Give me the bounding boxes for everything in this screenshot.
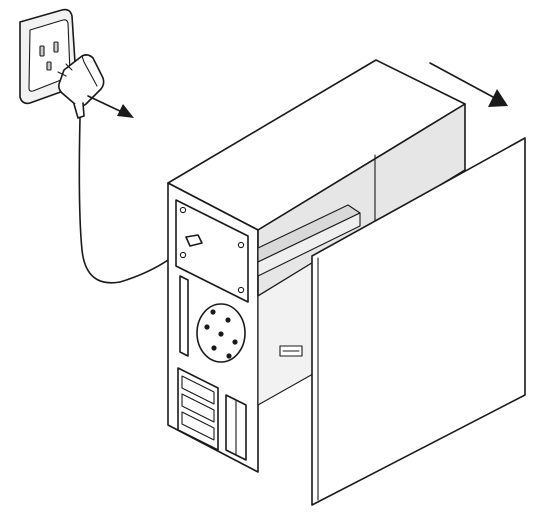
power-cable [78,117,187,284]
power-plug-icon [57,54,105,119]
arrow-panel-slide-icon [429,62,508,107]
pc-tower-icon [167,59,466,473]
arrow-unplug-icon [87,95,134,118]
side-panel-icon [311,137,526,506]
